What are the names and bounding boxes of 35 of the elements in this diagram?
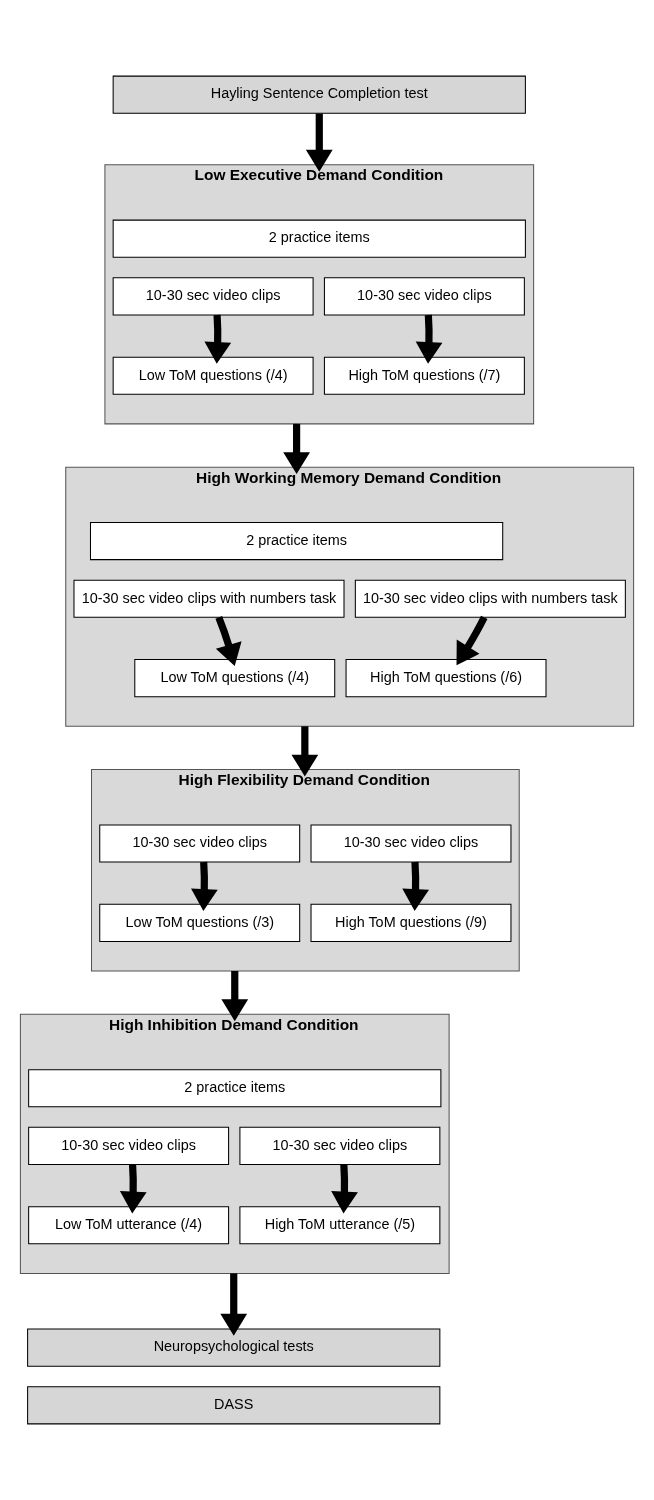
arrow bbox=[291, 726, 319, 777]
node-box: Low ToM questions (/4) bbox=[134, 659, 336, 698]
node-box: 2 practice items bbox=[28, 1069, 442, 1108]
node-box: High ToM questions (/6) bbox=[345, 659, 547, 698]
arrow bbox=[283, 423, 310, 475]
arrow bbox=[220, 1273, 248, 1336]
arrow bbox=[221, 971, 249, 1022]
node-box: 10-30 sec video clips bbox=[310, 824, 512, 863]
node-box: DASS bbox=[27, 1386, 441, 1425]
node-box: Low ToM questions (/3) bbox=[99, 903, 301, 942]
arrow bbox=[402, 861, 430, 911]
node-box: 10-30 sec video clips bbox=[28, 1126, 230, 1165]
node-box: High ToM questions (/7) bbox=[323, 356, 525, 395]
node-box: Low ToM questions (/4) bbox=[112, 356, 314, 395]
arrow bbox=[215, 616, 242, 667]
arrow bbox=[119, 1164, 147, 1214]
node-box: Neuropsychological tests bbox=[27, 1328, 441, 1367]
node-box: High ToM questions (/9) bbox=[310, 903, 512, 942]
node-box: 2 practice items bbox=[89, 522, 504, 561]
arrow bbox=[415, 314, 443, 364]
node-box: Low ToM utterance (/4) bbox=[28, 1206, 230, 1245]
node-box: 10-30 sec video clips with numbers task bbox=[354, 579, 626, 618]
node-box: 10-30 sec video clips bbox=[112, 277, 314, 316]
node-box: 10-30 sec video clips bbox=[239, 1126, 441, 1165]
arrow bbox=[191, 861, 218, 911]
arrow bbox=[456, 615, 488, 666]
arrow bbox=[204, 314, 232, 364]
node-box: 10-30 sec video clips bbox=[99, 824, 301, 863]
node-box: 10-30 sec video clips bbox=[323, 277, 525, 316]
arrow bbox=[331, 1164, 358, 1214]
node-box: High ToM utterance (/5) bbox=[239, 1206, 441, 1245]
arrow bbox=[305, 113, 333, 172]
node-box: 2 practice items bbox=[112, 219, 526, 258]
node-box: 10-30 sec video clips with numbers task bbox=[73, 579, 345, 618]
node-box: Hayling Sentence Completion test bbox=[112, 75, 526, 114]
